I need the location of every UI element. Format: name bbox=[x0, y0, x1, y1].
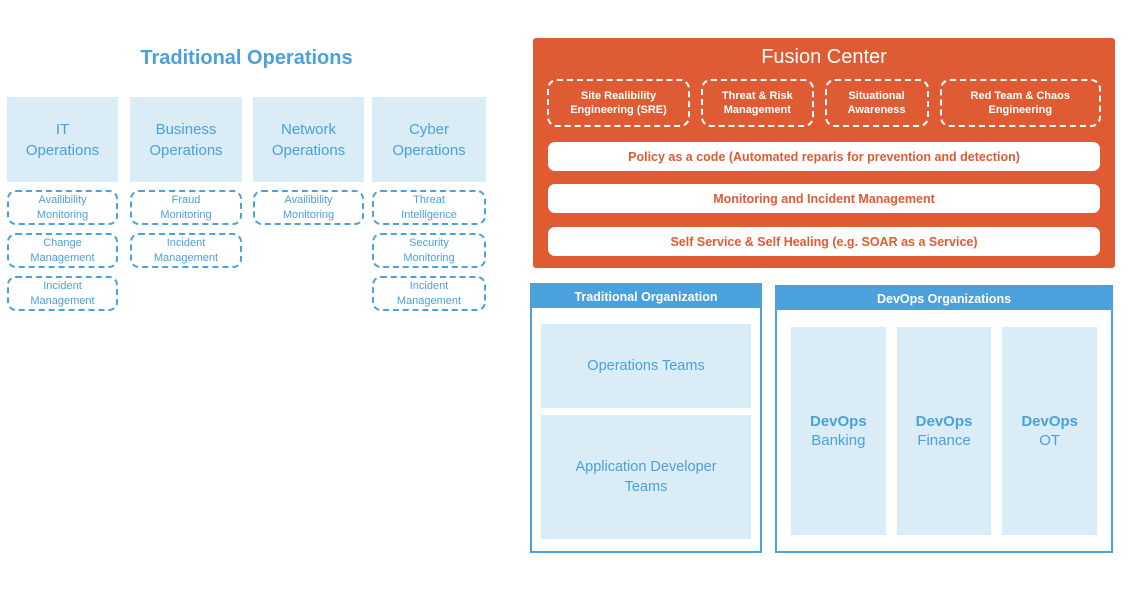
traditional-organization-panel: Traditional Organization Operations Team… bbox=[530, 283, 762, 553]
traditional-operations-title: Traditional Operations bbox=[140, 47, 353, 69]
devops-organizations-header: DevOps Organizations bbox=[777, 287, 1111, 310]
devops-banking-box: DevOps Banking bbox=[791, 327, 886, 535]
change-management-box: Change Management bbox=[7, 233, 118, 268]
incident-management-box: Incident Management bbox=[372, 276, 486, 311]
business-operations-box: Business Operations bbox=[130, 97, 242, 182]
availibility-monitoring-box: Availibility Monitoring bbox=[7, 190, 118, 225]
fusion-center-panel: Fusion Center Site Realibility Engineeri… bbox=[533, 38, 1115, 268]
threat-risk-management-box: Threat & Risk Management bbox=[701, 79, 814, 127]
column-network-operations: Network Operations Availibility Monitori… bbox=[253, 97, 364, 225]
incident-management-box: Incident Management bbox=[130, 233, 242, 268]
fusion-center-title: Fusion Center bbox=[761, 46, 887, 68]
devops-unit-label: Banking bbox=[811, 432, 866, 449]
self-service-healing-bar: Self Service & Self Healing (e.g. SOAR a… bbox=[548, 227, 1100, 256]
operations-teams-box: Operations Teams bbox=[541, 324, 751, 408]
devops-brand-label: DevOps bbox=[809, 413, 867, 430]
devops-organizations-panel: DevOps Organizations DevOps Banking DevO… bbox=[775, 285, 1113, 553]
application-developer-teams-box: Application Developer Teams bbox=[541, 415, 751, 539]
fusion-capabilities-row: Site Realibility Engineering (SRE) Threa… bbox=[547, 79, 1101, 127]
monitoring-incident-bar: Monitoring and Incident Management bbox=[548, 184, 1100, 213]
devops-brand-label: DevOps bbox=[915, 413, 973, 430]
fraud-monitoring-box: Fraud Monitoring bbox=[130, 190, 242, 225]
it-operations-box: IT Operations bbox=[7, 97, 118, 182]
situational-awareness-box: Situational Awareness bbox=[824, 79, 929, 127]
security-monitoring-box: Security Monitoring bbox=[372, 233, 486, 268]
threat-intelligence-box: Threat Intelligence bbox=[372, 190, 486, 225]
availibility-monitoring-box: Availibility Monitoring bbox=[253, 190, 364, 225]
traditional-organization-header: Traditional Organization bbox=[532, 285, 760, 308]
column-cyber-operations: Cyber Operations Threat Intelligence Sec… bbox=[372, 97, 486, 311]
devops-finance-box: DevOps Finance bbox=[896, 327, 992, 535]
column-it-operations: IT Operations Availibility Monitoring Ch… bbox=[7, 97, 118, 311]
column-business-operations: Business Operations Fraud Monitoring Inc… bbox=[130, 97, 242, 268]
devops-unit-label: OT bbox=[1039, 432, 1061, 449]
devops-brand-label: DevOps bbox=[1021, 413, 1079, 430]
network-operations-box: Network Operations bbox=[253, 97, 364, 182]
incident-management-box: Incident Management bbox=[7, 276, 118, 311]
devops-unit-label: Finance bbox=[917, 432, 971, 449]
red-team-chaos-box: Red Team & Chaos Engineering bbox=[939, 79, 1101, 127]
devops-columns: DevOps Banking DevOps Finance DevOps OT bbox=[791, 327, 1098, 535]
policy-as-code-bar: Policy as a code (Automated reparis for … bbox=[548, 142, 1100, 171]
devops-ot-box: DevOps OT bbox=[1002, 327, 1098, 535]
sre-box: Site Realibility Engineering (SRE) bbox=[547, 79, 691, 127]
cyber-operations-box: Cyber Operations bbox=[372, 97, 486, 182]
